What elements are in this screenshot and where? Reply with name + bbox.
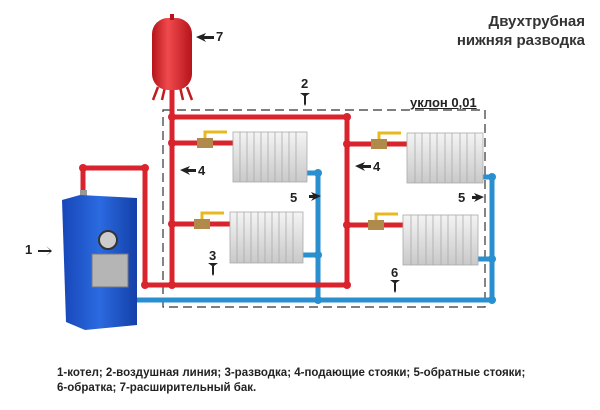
diagram-title: Двухтрубная нижняя разводка: [457, 12, 585, 50]
marker-1: 1: [25, 242, 33, 257]
valve-icons: [194, 130, 401, 230]
supply-pipes: [80, 85, 407, 288]
marker-2: 2: [301, 76, 309, 91]
dashed-zone: [162, 109, 486, 308]
marker-4-right: 4: [373, 159, 381, 174]
legend: 1-котел; 2-воздушная линия; 3-разводка; …: [57, 366, 525, 396]
return-joints: [314, 169, 496, 304]
marker-3: 3: [209, 248, 217, 263]
title-line-2: нижняя разводка: [456, 32, 585, 49]
marker-4-left: 4: [198, 163, 206, 178]
marker-5-right: 5: [458, 190, 466, 205]
marker-5-left: 5: [290, 190, 298, 205]
boiler-icon: [62, 190, 137, 330]
legend-line-2: 6-обратка; 7-расширительный бак.: [57, 382, 257, 394]
supply-joints: [79, 113, 351, 289]
arrow-icons: [38, 33, 484, 293]
title-line-1: Двухтрубная: [488, 13, 585, 30]
legend-line-1: 1-котел; 2-воздушная линия; 3-разводка; …: [57, 367, 526, 379]
radiator-icons: [229, 131, 484, 266]
marker-7: 7: [216, 29, 224, 44]
slope-label: уклон 0,01: [410, 95, 477, 110]
expansion-tank-icon: [151, 14, 194, 101]
marker-6: 6: [391, 265, 399, 280]
